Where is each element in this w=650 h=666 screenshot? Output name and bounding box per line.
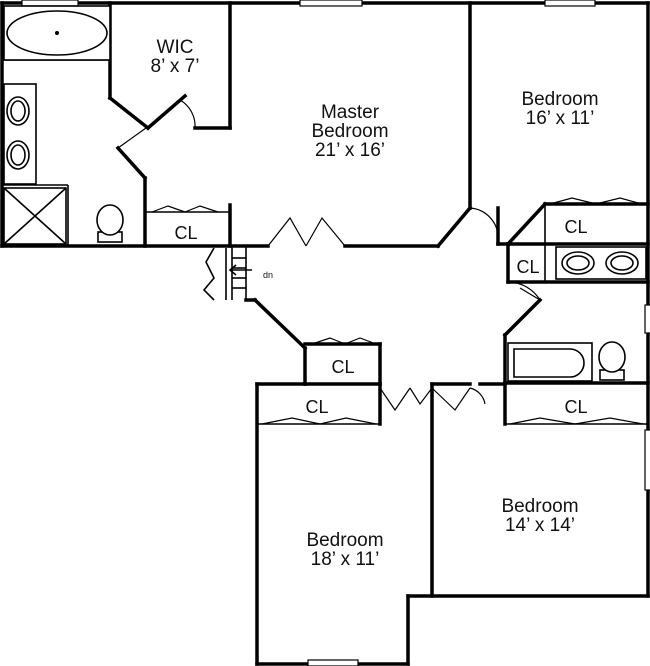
bedroom-sw-label: Bedroom 18’ x 11’ [280, 531, 410, 569]
bedroom-ne-size: 16’ x 11’ [525, 108, 595, 129]
wic-label: WIC 8’ x 7’ [135, 38, 215, 76]
master-bedroom-label: Master Bedroom 21’ x 16’ [285, 103, 415, 160]
bedroom-se-size: 14’ x 14’ [504, 515, 576, 536]
doors [151, 197, 644, 425]
wic-name: WIC [156, 37, 194, 58]
wic-size: 8’ x 7’ [150, 56, 200, 77]
hall-vanity [555, 246, 647, 280]
hall-bathtub [507, 342, 593, 382]
windows [21, 0, 650, 666]
bedroom-ne-name: Bedroom [521, 89, 599, 110]
bedroom-sw-name: Bedroom [306, 530, 384, 551]
stairs-direction-label: dn [262, 270, 273, 280]
closet-se-label: CL [564, 397, 588, 417]
closet-master-label: CL [174, 223, 198, 243]
closet-sw-upper-label: CL [331, 357, 355, 377]
shower-stall [3, 187, 67, 245]
bedroom-ne-label: Bedroom 16’ x 11’ [495, 90, 625, 128]
toilet-master [96, 204, 124, 243]
master-size: 21’ x 16’ [314, 140, 386, 161]
bedroom-se-name: Bedroom [501, 496, 579, 517]
master-name-line2: Bedroom [311, 121, 389, 142]
stairs [202, 246, 252, 301]
bedroom-sw-size: 18’ x 11’ [310, 549, 380, 570]
closet-ne-label: CL [564, 217, 588, 237]
master-name-line1: Master [320, 102, 380, 123]
closet-sw-lower-label: CL [305, 397, 329, 417]
bathtub-oval [3, 5, 111, 61]
toilet-hall [598, 341, 626, 381]
double-vanity [3, 83, 37, 185]
closet-hall-small-label: CL [516, 257, 540, 277]
bedroom-se-label: Bedroom 14’ x 14’ [475, 497, 605, 535]
